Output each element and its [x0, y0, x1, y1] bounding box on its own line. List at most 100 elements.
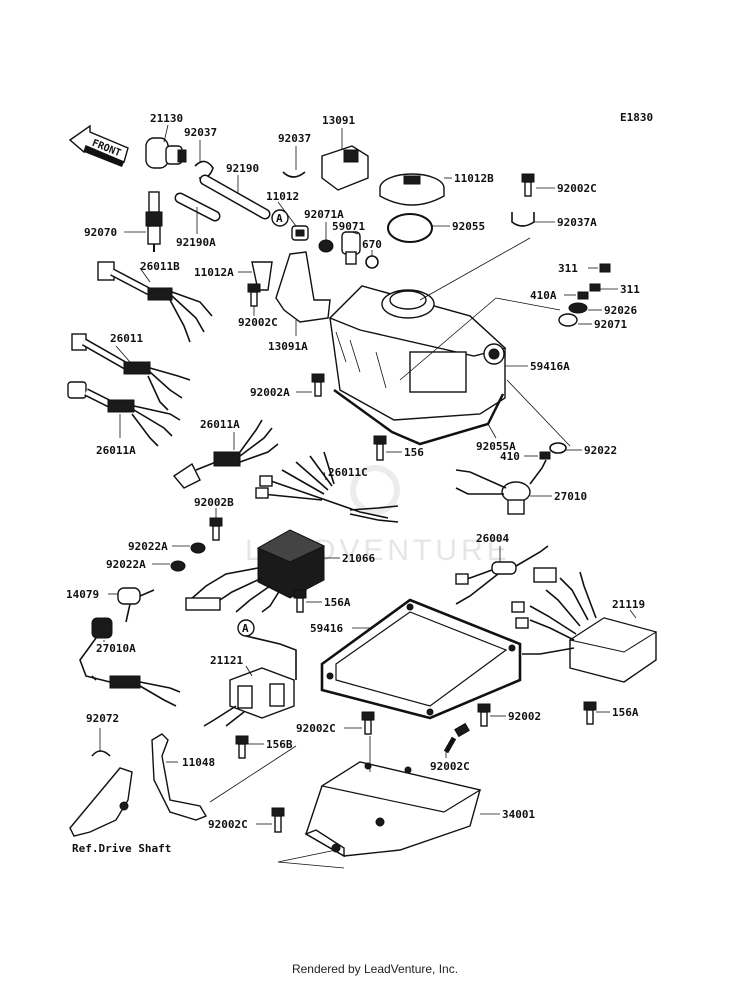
label-156b: 156B [266, 738, 293, 751]
ignition-coil-21121 [203, 635, 297, 727]
label-27010: 27010 [554, 490, 587, 503]
oring-670 [365, 255, 379, 269]
lead-26011a-mid [172, 419, 279, 489]
gasket-92055a [333, 388, 505, 446]
label-156a-1: 156A [324, 596, 351, 609]
label-92002: 92002 [508, 710, 541, 723]
boot-11012a [251, 261, 273, 291]
fitting-59071 [341, 231, 361, 265]
label-26011a-1: 26011A [96, 444, 136, 457]
label-92002c-2: 92002C [238, 316, 278, 329]
part-410a [577, 291, 589, 300]
callout-a-top: A [276, 212, 283, 225]
label-92190a: 92190A [176, 236, 216, 249]
bracket-34001 [304, 761, 482, 858]
oring-92055 [387, 213, 433, 243]
part-92026 [568, 302, 588, 314]
label-21121: 21121 [210, 654, 243, 667]
bolt-156b [235, 735, 249, 759]
front-arrow-icon: FRONT [68, 124, 129, 167]
watermark-logo [350, 465, 400, 515]
nut-410 [539, 451, 551, 460]
washer-92022a-a [190, 542, 206, 554]
drive-shaft-bracket [69, 767, 133, 837]
spark-plug [145, 191, 163, 252]
bracket-13091a [275, 251, 331, 323]
part-311-a [599, 263, 611, 273]
spark-plug-cap [145, 137, 187, 169]
hose-92190a [174, 192, 221, 222]
label-26011c: 26011C [328, 466, 368, 479]
bolt-92002 [477, 703, 491, 727]
label-156-a: 156 [404, 446, 424, 459]
bolt-156a-left [293, 589, 307, 613]
label-92026: 92026 [604, 304, 637, 317]
label-59416a: 59416A [530, 360, 570, 373]
bolt-92002c-bottom [271, 807, 285, 833]
label-26011b: 26011B [140, 260, 180, 273]
label-14079: 14079 [66, 588, 99, 601]
label-92072: 92072 [86, 712, 119, 725]
switch-27010 [455, 459, 547, 515]
label-92002c-1: 92002C [557, 182, 597, 195]
label-311-a: 311 [558, 262, 578, 275]
bolt-156a-right [583, 701, 597, 725]
label-156a-2: 156A [612, 706, 639, 719]
hose-92190 [199, 174, 271, 220]
label-92037a: 92037A [557, 216, 597, 229]
label-13091: 13091 [322, 114, 355, 127]
label-27010a: 27010A [96, 642, 136, 655]
part-14079 [117, 587, 155, 623]
lead-26011b [97, 261, 213, 343]
washer-92022a-b [170, 560, 186, 572]
bracket-11048 [151, 733, 208, 821]
label-92002c-3: 92002C [296, 722, 336, 735]
washer-92022 [549, 442, 567, 454]
bolt-92002c-top [521, 173, 535, 197]
label-410a: 410A [530, 289, 557, 302]
label-11012b: 11012B [454, 172, 494, 185]
label-311-b: 311 [620, 283, 640, 296]
label-11012a: 11012A [194, 266, 234, 279]
label-670: 670 [362, 238, 382, 251]
label-92002b: 92002B [194, 496, 234, 509]
regulator-21066 [185, 529, 326, 613]
bolt-92002a [311, 373, 325, 397]
label-92002a: 92002A [250, 386, 290, 399]
part-92071 [558, 313, 578, 327]
label-92055a: 92055A [476, 440, 516, 453]
label-92037-a: 92037 [184, 126, 217, 139]
label-92070: 92070 [84, 226, 117, 239]
label-59071: 59071 [332, 220, 365, 233]
harness-26011c [255, 451, 399, 523]
block-13091 [321, 145, 369, 191]
label-59416: 59416 [310, 622, 343, 635]
bolt-92002b [209, 517, 223, 541]
label-92055: 92055 [452, 220, 485, 233]
bolt-92002c-diag [443, 722, 470, 754]
label-92002c-5: 92002C [208, 818, 248, 831]
part-311-b [589, 283, 601, 292]
label-26011a-2: 26011A [200, 418, 240, 431]
label-21130: 21130 [150, 112, 183, 125]
label-92190: 92190 [226, 162, 259, 175]
callout-a-bottom: A [242, 622, 249, 635]
bolt-92002c-mid [247, 283, 261, 307]
label-92071a: 92071A [304, 208, 344, 221]
label-410: 410 [500, 450, 520, 463]
label-92037-b: 92037 [278, 132, 311, 145]
footer-credit: Rendered by LeadVenture, Inc. [291, 962, 459, 976]
ref-drive-shaft-label: Ref.Drive Shaft [72, 842, 171, 855]
diagram-code: E1830 [620, 111, 653, 124]
label-34001: 34001 [502, 808, 535, 821]
label-92022: 92022 [584, 444, 617, 457]
label-26004: 26004 [476, 532, 509, 545]
label-11048: 11048 [182, 756, 215, 769]
switch-27010a [79, 617, 181, 707]
electric-case-59416a [328, 285, 507, 421]
lead-26011a-left [67, 381, 181, 447]
label-92022a-1: 92022A [128, 540, 168, 553]
label-92002c-4: 92002C [430, 760, 470, 773]
label-13091a: 13091A [268, 340, 308, 353]
case-base-59416 [320, 598, 522, 720]
